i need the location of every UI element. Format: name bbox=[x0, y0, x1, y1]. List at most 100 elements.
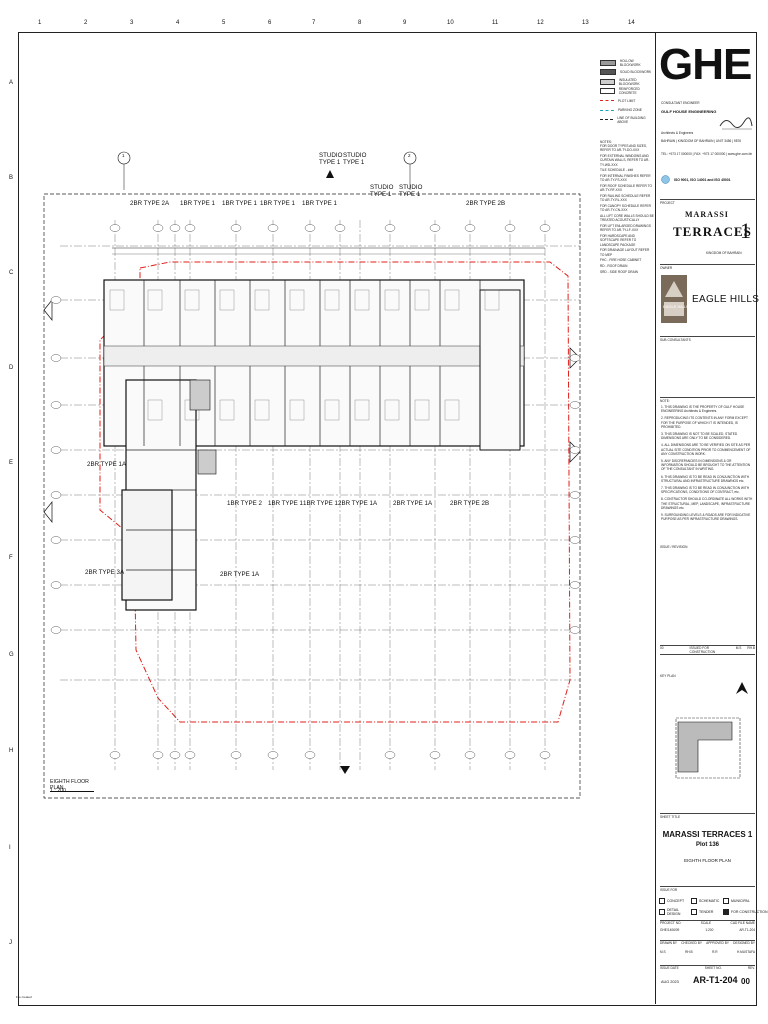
section-marker-2: 2 bbox=[408, 153, 411, 158]
row-label: J bbox=[9, 940, 12, 946]
col-label: 5 bbox=[222, 20, 226, 26]
iso-certs: ISO 9001, ISO 14001 and ISO 45001 bbox=[674, 178, 731, 182]
owner-label: OWNER bbox=[660, 264, 755, 270]
sub-consultants-label: SUB CONSULTANTS bbox=[660, 336, 755, 342]
floor-plan-drawing[interactable] bbox=[40, 150, 585, 810]
unit-label: 1BR TYPE 1 bbox=[180, 200, 215, 207]
notes-list: FOR DOOR TYPES AND SIZES, REFER TO AR-TY… bbox=[600, 144, 654, 274]
unit-label: 1BR TYPE 1 bbox=[268, 500, 303, 507]
legend-item: PARKING ZONE bbox=[600, 106, 655, 116]
row-label: D bbox=[9, 365, 14, 371]
column-grid-labels: 1 2 3 4 5 6 7 8 9 10 11 12 13 14 bbox=[18, 20, 658, 32]
note-line: FOR CANOPY SCHEDULE REFER TO AR-TY-CN-XX… bbox=[600, 204, 651, 213]
sheet-border bbox=[18, 32, 757, 1006]
project-label: PROJECT bbox=[660, 199, 755, 205]
note-line: FOR DOOR TYPES AND SIZES, REFER TO AR-TY… bbox=[600, 144, 647, 153]
row-label: F bbox=[9, 555, 13, 561]
issue-checkbox[interactable] bbox=[691, 909, 697, 915]
plot-limit-line bbox=[99, 261, 571, 723]
note-line: FHC - FIRE HOSE CABINET bbox=[600, 258, 642, 263]
sheet-title-label: SHEET TITLE bbox=[660, 813, 755, 819]
col-label: 12 bbox=[537, 20, 544, 26]
col-label: 4 bbox=[176, 20, 180, 26]
unit-label: 2BR TYPE 3A bbox=[85, 569, 125, 576]
legend-item: SOLID BLOCKWORK bbox=[600, 68, 655, 78]
note-line: FOR EXTERNAL WINDOWS AND CURTAIN WALLS, … bbox=[600, 154, 650, 167]
note-line: 9. SURROUNDING LEVELS & ROADS ARE FOR IN… bbox=[661, 513, 751, 522]
project-name-1: MARASSI bbox=[685, 210, 729, 219]
corner-note: File created bbox=[16, 995, 32, 999]
company-address: BAHRAIN | KINGDOM OF BAHRAIN | UNIT 3456… bbox=[661, 139, 742, 143]
col-label: 13 bbox=[582, 20, 589, 26]
key-plan-drawing bbox=[675, 717, 741, 779]
unit-label: 2BR TYPE 1A bbox=[220, 571, 260, 578]
company-contact: TEL: +973 17 000000 | FAX: +973 17 00000… bbox=[661, 152, 753, 156]
sheet-title-1: MARASSI TERRACES 1 bbox=[662, 830, 753, 839]
consultant-label: CONSULTANT ENGINEER bbox=[661, 101, 700, 105]
footer-labels: ISSUE DATE SHEET NO. REV. bbox=[660, 965, 755, 970]
owner-logo-text: EAGLE HILLS bbox=[663, 304, 689, 309]
unit-label: STUDIO TYPE 1 bbox=[343, 152, 367, 166]
arabic-logo-icon bbox=[719, 117, 753, 130]
issue-checkbox[interactable] bbox=[723, 898, 729, 904]
unit-label: 1BR TYPE 1 bbox=[222, 200, 257, 207]
section-marker-1: 1 bbox=[122, 153, 125, 158]
col-label: 8 bbox=[358, 20, 362, 26]
revision-row: 00 ISSUED FOR CONSTRUCTION M.S RH.B bbox=[660, 645, 755, 656]
col-label: 9 bbox=[403, 20, 407, 26]
iso-badge-icon bbox=[661, 175, 670, 184]
people-labels: DRAWN BY CHECKED BY APPROVED BY DESIGNED… bbox=[660, 940, 755, 945]
unit-label: STUDIO TYPE 1 bbox=[399, 184, 423, 198]
note-line: TILE SCHEDULE - ### bbox=[600, 168, 634, 173]
col-label: 10 bbox=[447, 20, 454, 26]
legend-swatch bbox=[600, 88, 615, 95]
legend-swatch bbox=[600, 119, 614, 121]
legend-item: REINFORCED CONCRETE bbox=[600, 87, 655, 97]
note-line: SRD - SIDE ROOF DRAIN bbox=[600, 270, 638, 274]
issue-option-row: CONCEPT SCHEMATIC MUNICIPAL bbox=[659, 898, 750, 904]
note-line: FOR ROOF SCHEDULE REFER TO AR-TY-RF-XXX bbox=[600, 184, 652, 193]
note-line: 1. THIS DRAWING IS THE PROPERTY OF GULF … bbox=[661, 405, 745, 414]
note-line: 8. CONTRACTOR SHOULD CO-ORDINATE ALL WOR… bbox=[661, 497, 753, 510]
note-line: 7. THIS DRAWING IS TO BE READ IN CONJUNC… bbox=[661, 486, 750, 495]
row-label: E bbox=[9, 460, 14, 466]
issue-checkbox[interactable] bbox=[691, 898, 697, 904]
project-name-2: TERRACES bbox=[673, 224, 752, 239]
project-location: KINGDOM OF BAHRAIN bbox=[706, 251, 742, 255]
row-label: I bbox=[9, 845, 11, 851]
col-label: 2 bbox=[84, 20, 88, 26]
owner-name: EAGLE HILLS bbox=[692, 294, 760, 305]
north-arrow-icon bbox=[736, 682, 748, 694]
meta-labels: PROJECT NO. SCALE CAD FILE NAME bbox=[660, 920, 755, 925]
legend: HOLLOW BLOCKWORK SOLID BLOCKWORK INSULAT… bbox=[600, 58, 655, 125]
note-line: ALL LIFT CORE WALLS SHOULD BE TREATED AC… bbox=[600, 214, 654, 223]
key-plan-label: KEY PLAN bbox=[660, 674, 676, 678]
col-label: 6 bbox=[268, 20, 272, 26]
unit-label: 2BR TYPE 1A bbox=[338, 500, 378, 507]
row-label: A bbox=[9, 80, 14, 86]
drawing-notes: NOTES: FOR DOOR TYPES AND SIZES, REFER T… bbox=[600, 140, 654, 274]
legend-swatch bbox=[600, 109, 614, 111]
row-label: H bbox=[9, 748, 14, 754]
unit-label: 2BR TYPE 2B bbox=[450, 500, 490, 507]
legend-swatch bbox=[600, 78, 615, 85]
unit-label: 1BR TYPE 1 bbox=[260, 200, 295, 207]
legend-item: INSULATED BLOCKWORK bbox=[600, 77, 655, 87]
issue-checkbox[interactable] bbox=[659, 898, 665, 904]
unit-label: 1BR TYPE 2 bbox=[227, 500, 262, 507]
issue-checkbox[interactable] bbox=[723, 909, 729, 915]
note-line: 4. ALL DIMENSIONS ARE TO BE VERIFIED ON … bbox=[661, 443, 751, 456]
issue-date: AUG 2023 bbox=[661, 980, 679, 984]
col-label: 1 bbox=[38, 20, 42, 26]
legend-item: PLOT LIMIT bbox=[600, 96, 655, 106]
firm-logo: GHE bbox=[659, 40, 752, 89]
company-name: GULF HOUSE ENGINEERING bbox=[661, 109, 717, 114]
unit-label: STUDIO TYPE 1 bbox=[319, 152, 343, 166]
unit-label: 2BR TYPE 1A bbox=[393, 500, 433, 507]
eagle-hills-logo-icon bbox=[661, 275, 687, 323]
issue-checkbox[interactable] bbox=[659, 909, 665, 915]
sheet-title-3: EIGHTH FLOOR PLAN bbox=[684, 858, 731, 863]
row-label: B bbox=[9, 175, 14, 181]
col-label: 3 bbox=[130, 20, 134, 26]
